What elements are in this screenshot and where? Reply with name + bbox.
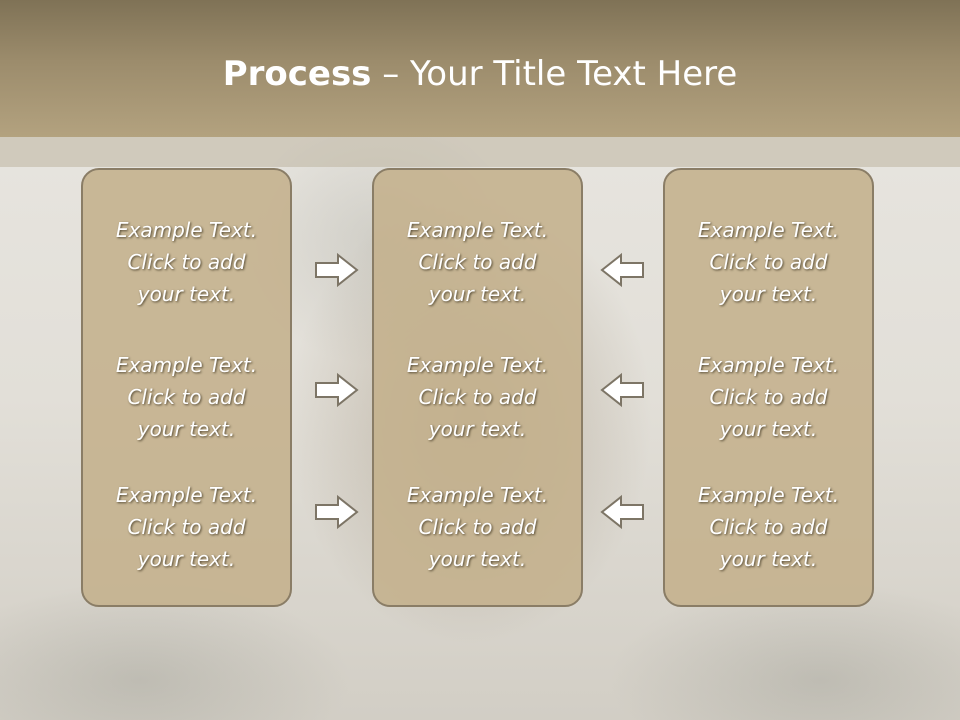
slide-title[interactable]: Process – Your Title Text Here [0, 52, 960, 96]
text-line: your text. [137, 282, 236, 306]
text-line: your text. [428, 547, 527, 571]
process-box-left[interactable]: Example Text. Click to add your text. Ex… [81, 168, 292, 607]
text-line: Example Text. [406, 353, 549, 377]
text-line: Click to add [418, 385, 537, 409]
text-block[interactable]: Example Text. Click to add your text. [665, 479, 872, 575]
process-box-right[interactable]: Example Text. Click to add your text. Ex… [663, 168, 874, 607]
text-line: your text. [428, 282, 527, 306]
arrow-left-icon [600, 372, 644, 408]
text-line: Click to add [709, 515, 828, 539]
text-line: your text. [719, 547, 818, 571]
text-line: Example Text. [115, 483, 258, 507]
text-block[interactable]: Example Text. Click to add your text. [665, 349, 872, 445]
arrow-left-icon [600, 494, 644, 530]
text-line: Example Text. [115, 218, 258, 242]
text-block[interactable]: Example Text. Click to add your text. [83, 349, 290, 445]
text-line: Click to add [709, 385, 828, 409]
text-block[interactable]: Example Text. Click to add your text. [374, 214, 581, 310]
text-line: Click to add [127, 250, 246, 274]
text-line: your text. [137, 417, 236, 441]
text-block[interactable]: Example Text. Click to add your text. [83, 214, 290, 310]
text-block[interactable]: Example Text. Click to add your text. [374, 479, 581, 575]
process-box-center[interactable]: Example Text. Click to add your text. Ex… [372, 168, 583, 607]
title-bar [0, 0, 960, 137]
arrow-right-icon [315, 494, 359, 530]
text-block[interactable]: Example Text. Click to add your text. [374, 349, 581, 445]
text-line: Example Text. [697, 353, 840, 377]
text-line: Click to add [709, 250, 828, 274]
text-line: your text. [719, 282, 818, 306]
title-rest: – Your Title Text Here [371, 54, 738, 94]
text-line: your text. [428, 417, 527, 441]
title-bold: Process [222, 54, 372, 94]
arrow-right-icon [315, 252, 359, 288]
arrow-left-icon [600, 252, 644, 288]
text-block[interactable]: Example Text. Click to add your text. [83, 479, 290, 575]
text-line: Example Text. [406, 218, 549, 242]
text-line: Click to add [127, 385, 246, 409]
header-divider-band [0, 137, 960, 167]
text-line: Example Text. [697, 483, 840, 507]
text-block[interactable]: Example Text. Click to add your text. [665, 214, 872, 310]
text-line: your text. [719, 417, 818, 441]
text-line: Click to add [418, 250, 537, 274]
text-line: Click to add [418, 515, 537, 539]
arrow-right-icon [315, 372, 359, 408]
text-line: Click to add [127, 515, 246, 539]
text-line: Example Text. [697, 218, 840, 242]
text-line: your text. [137, 547, 236, 571]
text-line: Example Text. [406, 483, 549, 507]
text-line: Example Text. [115, 353, 258, 377]
